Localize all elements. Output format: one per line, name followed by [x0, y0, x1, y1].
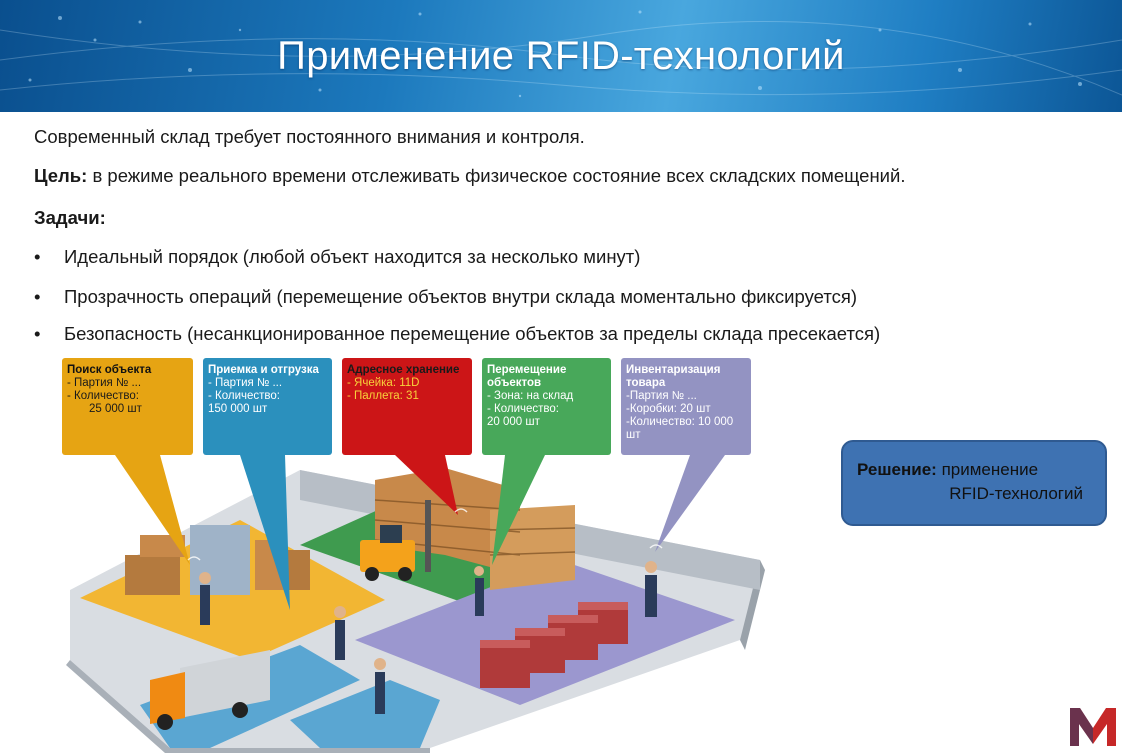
callout-title: Приемка и отгрузка — [208, 364, 319, 376]
callout-object-movement: Перемещение объектов - Зона: на склад - … — [482, 358, 611, 455]
tasks-heading: Задачи: — [34, 207, 106, 228]
task-item: Безопасность (несанкционированное переме… — [64, 323, 881, 344]
callout-title: Инвентаризация товара — [626, 364, 721, 389]
solution-text: применение — [936, 460, 1039, 479]
callout-line: - Паллета: 31 — [347, 390, 419, 402]
goal-line: Цель: в режиме реального времени отслежи… — [34, 165, 905, 187]
callout-line: - Количество: — [487, 403, 559, 415]
callout-line: -Партия № ... — [626, 390, 697, 402]
callout-line: 150 000 шт — [208, 403, 268, 415]
callout-line: - Ячейка: 11D — [347, 377, 420, 389]
solution-box: Решение: применение RFID-технологий — [841, 440, 1107, 526]
callout-address-storage: Адресное хранение - Ячейка: 11D - Паллет… — [342, 358, 472, 455]
page-title: Применение RFID-технологий — [277, 34, 845, 78]
callout-object-search: Поиск объекта - Партия № ... - Количеств… — [62, 358, 193, 455]
banner-decoration — [0, 10, 1122, 98]
callout-title: Адресное хранение — [347, 364, 460, 376]
callout-line: 25 000 шт — [89, 403, 142, 415]
callout-line: 20 000 шт — [487, 416, 540, 428]
task-item: Идеальный порядок (любой объект находитс… — [64, 246, 641, 267]
solution-label: Решение: — [857, 460, 937, 479]
bullet-marker: • — [34, 286, 41, 307]
bullet-marker: • — [34, 323, 41, 344]
m-logo-icon — [1070, 708, 1116, 746]
solution-text-line2: RFID-технологий — [949, 484, 1083, 503]
intro-line: Современный склад требует постоянного вн… — [34, 126, 585, 147]
callout-line: -Коробки: 20 шт — [626, 403, 711, 415]
callout-line: - Количество: — [67, 390, 139, 402]
callout-line: -Количество: 10 000 шт — [626, 416, 734, 441]
callout-title: Поиск объекта — [67, 364, 152, 376]
goal-label: Цель: — [34, 165, 88, 186]
header-banner: Применение RFID-технологий — [0, 0, 1122, 112]
callout-line: - Партия № ... — [67, 377, 142, 389]
callout-line: - Количество: — [208, 390, 280, 402]
callout-line: - Партия № ... — [208, 377, 283, 389]
callout-line: - Зона: на склад — [487, 390, 574, 402]
task-item: Прозрачность операций (перемещение объек… — [64, 286, 858, 307]
callout-title: Перемещение объектов — [487, 364, 567, 389]
bullet-marker: • — [34, 246, 41, 267]
goal-text: в режиме реального времени отслеживать ф… — [87, 165, 906, 186]
callout-receiving-shipping: Приемка и отгрузка - Партия № ... - Коли… — [203, 358, 332, 455]
callout-inventory: Инвентаризация товара -Партия № ... -Кор… — [621, 358, 751, 455]
